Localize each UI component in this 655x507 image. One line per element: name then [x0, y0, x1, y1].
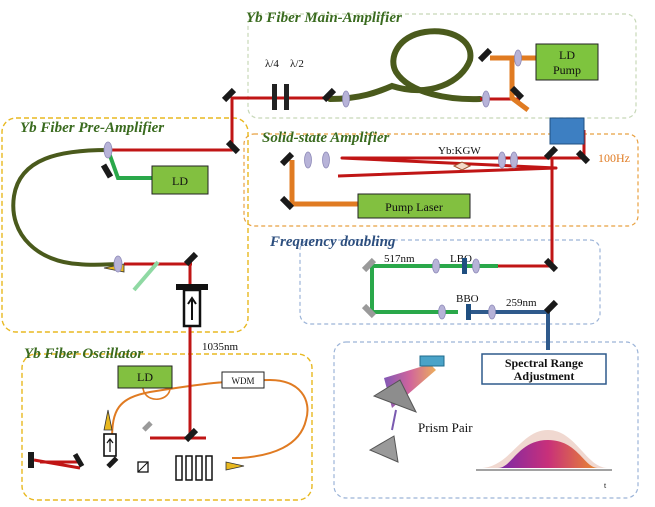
- pre-amplifier-frame: [1, 117, 249, 333]
- quarter-waveplate-label: λ/4: [265, 58, 279, 70]
- title-main-amplifier: Yb Fiber Main-Amplifier: [246, 10, 402, 26]
- wl-517-label: 517nm: [384, 253, 415, 265]
- beam-259nm: [470, 310, 550, 350]
- lbo-label: LBO: [450, 253, 472, 265]
- mirror-pre-in: [183, 251, 199, 267]
- quarter-waveplate: [272, 84, 277, 110]
- mirror-ss-left: [279, 151, 295, 167]
- wl-1035-label: 1035nm: [202, 341, 239, 353]
- beam-oscillator-cavity: [33, 458, 81, 470]
- isolator-cap: [176, 284, 208, 290]
- beam-to-doubling: [498, 156, 584, 268]
- ld-pre-amp-box: [151, 165, 209, 195]
- mirror-100hz: [575, 149, 591, 165]
- mirror-osc-lower: [106, 456, 119, 469]
- osc-collimator-top: [103, 409, 113, 431]
- ld-oscillator-label: LD: [137, 370, 153, 384]
- mirror-to-lbo: [543, 257, 559, 273]
- beam-splitter-diagonal: [137, 461, 149, 473]
- mirror-ss-out: [543, 145, 559, 161]
- mirror-osc-small: [142, 421, 153, 432]
- pump-laser-label: Pump Laser: [385, 200, 443, 214]
- green-mirrors: [142, 257, 377, 432]
- wl-259-label: 259nm: [506, 297, 537, 309]
- mirror-cavity-end: [28, 452, 34, 468]
- lenses: [103, 49, 522, 320]
- rep-rate-label: 100Hz: [598, 151, 630, 165]
- title-solid-state: Solid-state Amplifier: [262, 130, 390, 146]
- beam-solid-state-passes: [337, 130, 586, 178]
- half-waveplate: [284, 84, 289, 110]
- mirror-517-top: [361, 257, 377, 273]
- mirror-pump-turn: [279, 195, 295, 211]
- pump-to-main-amp: [490, 55, 530, 112]
- lbo-crystal: [462, 258, 467, 274]
- prism-lower: [368, 435, 399, 463]
- half-waveplate-label: λ/2: [290, 58, 304, 70]
- title-pre-amplifier: Yb Fiber Pre-Amplifier: [20, 120, 164, 136]
- pulse-profile: [476, 430, 612, 471]
- mirror-osc-out: [183, 427, 199, 443]
- axis-t-label: t: [604, 481, 607, 490]
- solid-state-crystal-block: [549, 117, 585, 145]
- mirror-517-bottom: [361, 303, 377, 319]
- oscillator-fiber-loop: [111, 378, 309, 459]
- mirror-pre-out: [225, 139, 241, 155]
- prism-retro-mirror: [419, 355, 445, 367]
- mirror-main-in: [321, 87, 337, 103]
- frequency-doubling-frame: [299, 239, 601, 325]
- prism-upper: [372, 379, 418, 413]
- pulse-shaped: [498, 440, 598, 468]
- mirror-main-top: [477, 47, 493, 63]
- spectral-range-box: [481, 353, 607, 385]
- ld-pump-box: [535, 43, 599, 81]
- main-amplifier-frame: [247, 13, 637, 119]
- wdm-label: WDM: [232, 376, 255, 386]
- title-frequency-doubling: Frequency doubling: [269, 234, 396, 250]
- beam-pre-to-main: [108, 96, 330, 152]
- yb-kgw-label: Yb:KGW: [438, 145, 481, 157]
- ld-oscillator-box: [117, 365, 173, 389]
- pre-amp-leak-beam: [132, 260, 160, 292]
- yb-kgw-crystal: [452, 161, 472, 171]
- oscillator-filter-stack: [175, 455, 213, 481]
- ld-pump-label-1: LD: [559, 48, 575, 62]
- mirror-cavity-fold: [72, 452, 85, 468]
- mirror-to-main: [221, 87, 237, 103]
- mirror-pre-dichroic: [100, 163, 114, 179]
- pump-laser-box: [357, 193, 471, 219]
- title-oscillator: Yb Fiber Oscillator: [24, 346, 143, 362]
- pre-amplifier-fiber-coil: [11, 148, 121, 267]
- oscillator-frame: [21, 353, 313, 501]
- mirror-uv-turn: [543, 299, 559, 315]
- pulse-shaping-frame: [333, 341, 639, 499]
- pre-amp-pump-beam: [106, 149, 152, 180]
- ld-pre-amp-label: LD: [172, 174, 188, 188]
- ld-pump-label-2: Pump: [553, 63, 581, 77]
- spectral-range-label-1: Spectral Range: [505, 356, 584, 370]
- main-amplifier-fiber-coil: [327, 28, 483, 103]
- bbo-crystal: [466, 304, 471, 320]
- spectral-range-label-2: Adjustment: [514, 369, 575, 383]
- prism-beam-lower: [391, 409, 397, 431]
- ir-beam-path: [33, 96, 586, 470]
- isolator-arrow-icon: [187, 296, 197, 320]
- bbo-label: BBO: [456, 293, 479, 305]
- prism-pair-label: Prism Pair: [418, 420, 473, 435]
- wdm-box: [221, 371, 265, 389]
- prism-pair: [368, 355, 445, 463]
- osc-collimator-right: [225, 461, 245, 471]
- oscillator-isolator-arrow-icon: [106, 438, 114, 452]
- mirrors: [28, 47, 591, 469]
- mirror-pump-dichroic: [509, 85, 525, 101]
